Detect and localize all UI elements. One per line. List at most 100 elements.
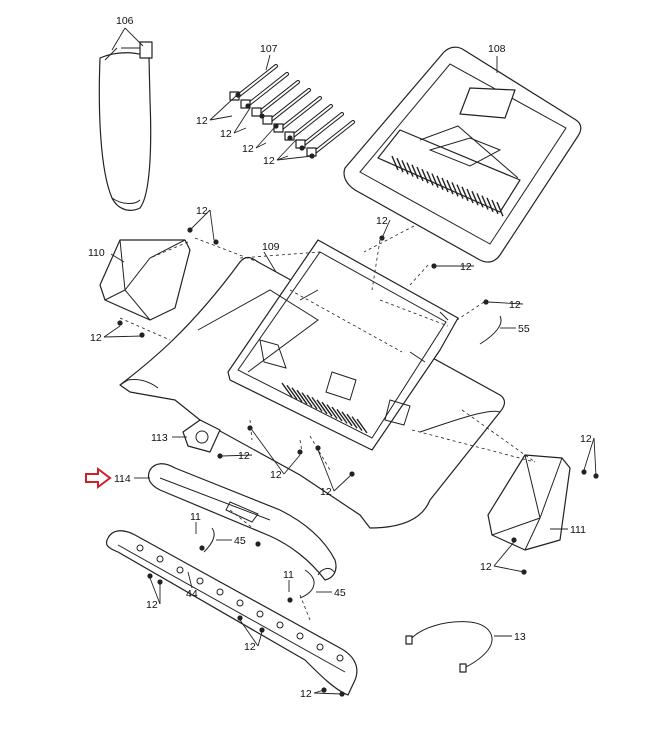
callout-12-label: 12 <box>376 215 388 227</box>
callout-12-11: 12 <box>251 429 301 481</box>
callout-12-6: 12 <box>376 215 391 239</box>
wire-harness-5 <box>273 96 322 133</box>
callout-12-label: 12 <box>320 486 332 498</box>
crossbar-mount-holes <box>136 544 344 662</box>
callout-45-left: 45 <box>234 535 246 547</box>
screw-25 <box>157 579 163 585</box>
screw-6 <box>299 145 305 151</box>
screw-16 <box>297 449 303 455</box>
callout-11-right: 11 <box>283 569 294 581</box>
screw-9 <box>213 239 219 245</box>
callout-12-1: 12 <box>196 95 237 127</box>
screw-12 <box>483 299 489 305</box>
callout-44: 44 <box>186 588 198 600</box>
callout-12-10: 12 <box>221 450 253 462</box>
callout-12-label: 12 <box>509 299 521 311</box>
wire-harness-1 <box>229 64 278 101</box>
callout-111: 111 <box>570 524 586 536</box>
part-45-wire-right[interactable] <box>299 569 315 599</box>
callout-106: 106 <box>116 15 134 27</box>
wire-harness-6 <box>284 104 333 141</box>
callout-55: 55 <box>518 323 530 335</box>
callout-12-17: 12 <box>300 688 343 700</box>
screw-14 <box>139 332 145 338</box>
wire-harness-2 <box>240 72 289 109</box>
callout-12-2: 12 <box>220 107 251 140</box>
callout-12-label: 12 <box>244 641 256 653</box>
screw-18 <box>349 471 355 477</box>
console-speaker-grille <box>391 155 504 217</box>
callout-12-7: 12 <box>436 261 474 273</box>
callout-12-12: 12 <box>317 449 351 498</box>
screw-32 <box>287 597 293 603</box>
wire-harness-4 <box>262 88 311 125</box>
screw-4 <box>273 123 279 129</box>
screw-31 <box>255 541 261 547</box>
screw-2 <box>245 103 251 109</box>
callout-12-label: 12 <box>90 332 102 344</box>
screw-26 <box>237 615 243 621</box>
callout-114: 114 <box>114 473 131 485</box>
screw-5 <box>287 135 293 141</box>
screw-20 <box>511 537 517 543</box>
callout-12-label: 12 <box>196 205 208 217</box>
callout-12-label: 12 <box>270 469 282 481</box>
part-114-handlebar[interactable] <box>147 463 337 581</box>
callout-113: 113 <box>151 432 168 444</box>
callout-12-9: 12 <box>90 325 143 344</box>
part-106-strap[interactable] <box>98 41 153 211</box>
part-113-bracket-plate[interactable] <box>182 419 221 453</box>
callout-107: 107 <box>260 43 278 55</box>
callout-12-label: 12 <box>263 155 275 167</box>
callouts-part-12: 12 12 12 12 12 12 12 12 12 12 12 12 12 12 12 12 12 <box>90 95 597 700</box>
callout-12-3: 12 <box>242 127 275 155</box>
screw-13 <box>117 320 123 326</box>
callout-110: 110 <box>88 247 105 259</box>
part-108-console-cover[interactable] <box>343 46 582 263</box>
part-111-right-bin[interactable] <box>487 454 571 551</box>
screw-3 <box>259 113 265 119</box>
screw-22 <box>581 469 587 475</box>
screw-24 <box>147 573 153 579</box>
callout-13: 13 <box>514 631 526 643</box>
callout-12-label: 12 <box>242 143 254 155</box>
callout-12-14: 12 <box>480 541 525 573</box>
part-13-cable[interactable] <box>405 621 493 673</box>
callout-12-16: 12 <box>239 619 263 653</box>
callout-12-label: 12 <box>480 561 492 573</box>
callout-12-label: 12 <box>580 433 592 445</box>
callout-12-8: 12 <box>487 299 524 311</box>
callout-12-15: 12 <box>146 577 161 611</box>
callout-12-4: 12 <box>263 139 313 167</box>
callout-12-label: 12 <box>196 115 208 127</box>
callout-12-5: 12 <box>189 205 215 241</box>
wire-harness-8 <box>306 120 355 157</box>
callout-12-13: 12 <box>580 433 597 477</box>
screw-27 <box>259 627 265 633</box>
part-55-wire[interactable] <box>479 315 502 345</box>
part-110-left-bin[interactable] <box>99 239 191 321</box>
console-base-vents <box>281 382 368 434</box>
callout-45-right: 45 <box>334 587 346 599</box>
highlight-arrow-icon <box>85 467 112 489</box>
callout-109: 109 <box>262 241 280 253</box>
part-44-crossbar[interactable] <box>105 530 358 696</box>
screw-19 <box>217 453 223 459</box>
callout-108: 108 <box>488 43 506 55</box>
callout-12-label: 12 <box>460 261 472 273</box>
wire-harness-7 <box>295 112 344 149</box>
assembly-guide-lines <box>119 225 536 621</box>
callout-12-label: 12 <box>220 128 232 140</box>
screw-17 <box>315 445 321 451</box>
callout-11-left: 11 <box>190 511 201 523</box>
wire-harness-3 <box>251 80 300 117</box>
callout-12-label: 12 <box>238 450 250 462</box>
screw-11 <box>431 263 437 269</box>
part-45-wire-left[interactable] <box>203 527 215 553</box>
screw-30 <box>199 545 205 551</box>
callout-12-label: 12 <box>300 688 312 700</box>
part-107-wire-harnesses[interactable] <box>229 64 355 157</box>
screw-1 <box>235 92 241 98</box>
screw-15 <box>247 425 253 431</box>
